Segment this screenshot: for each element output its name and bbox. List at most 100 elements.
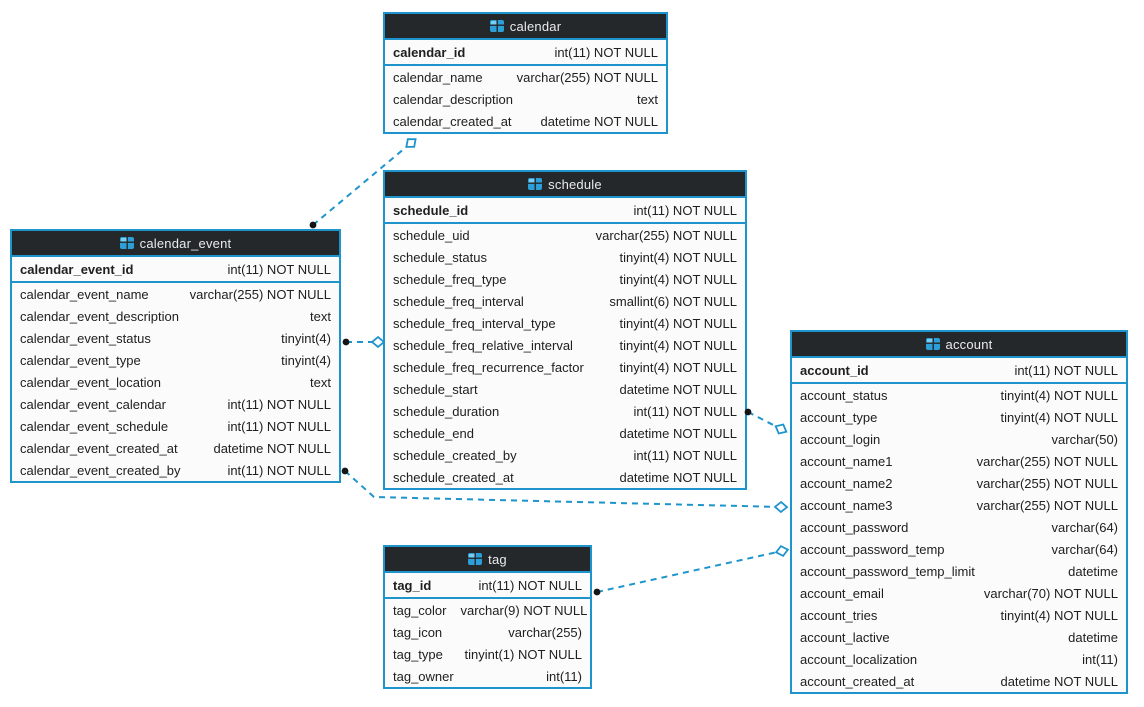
field-row[interactable]: account_lactive datetime [792, 626, 1126, 648]
field-row[interactable]: tag_owner int(11) [385, 665, 590, 687]
field-name: calendar_event_type [20, 352, 141, 368]
field-row[interactable]: account_localization int(11) [792, 648, 1126, 670]
field-row[interactable]: account_name3 varchar(255) NOT NULL [792, 494, 1126, 516]
field-row[interactable]: account_password_temp_limit datetime [792, 560, 1126, 582]
field-row[interactable]: calendar_event_created_at datetime NOT N… [12, 437, 339, 459]
entity-table-calendar[interactable]: calendar calendar_id int(11) NOT NULL ca… [383, 12, 668, 134]
field-row[interactable]: calendar_name varchar(255) NOT NULL [385, 66, 666, 88]
relationship-line[interactable] [747, 411, 782, 430]
relationship-tag-to-account[interactable] [593, 544, 790, 596]
field-row[interactable]: account_email varchar(70) NOT NULL [792, 582, 1126, 604]
connector-diamond-endpoint [405, 138, 417, 148]
entity-table-schedule[interactable]: schedule schedule_id int(11) NOT NULL sc… [383, 170, 747, 490]
field-row[interactable]: schedule_freq_interval smallint(6) NOT N… [385, 290, 745, 312]
field-type: text [310, 374, 331, 390]
field-row[interactable]: calendar_event_name varchar(255) NOT NUL… [12, 283, 339, 305]
field-row[interactable]: account_tries tinyint(4) NOT NULL [792, 604, 1126, 626]
field-row[interactable]: schedule_end datetime NOT NULL [385, 422, 745, 444]
field-row[interactable]: tag_color varchar(9) NOT NULL [385, 599, 590, 621]
entity-table-tag[interactable]: tag tag_id int(11) NOT NULL tag_color va… [383, 545, 592, 689]
field-row[interactable]: calendar_event_calendar int(11) NOT NULL [12, 393, 339, 415]
field-row[interactable]: calendar_created_at datetime NOT NULL [385, 110, 666, 132]
field-row[interactable]: calendar_event_type tinyint(4) [12, 349, 339, 371]
field-name: schedule_created_by [393, 447, 517, 463]
table-header[interactable]: calendar [385, 14, 666, 40]
entity-table-account[interactable]: account account_id int(11) NOT NULL acco… [790, 330, 1128, 694]
table-header[interactable]: account [792, 332, 1126, 358]
field-row[interactable]: schedule_freq_type tinyint(4) NOT NULL [385, 268, 745, 290]
field-type: datetime NOT NULL [619, 425, 737, 441]
primary-key-row[interactable]: calendar_event_id int(11) NOT NULL [12, 257, 339, 283]
field-name: tag_id [393, 577, 432, 593]
table-header[interactable]: calendar_event [12, 231, 339, 257]
field-row[interactable]: account_status tinyint(4) NOT NULL [792, 384, 1126, 406]
relationship-line[interactable] [596, 550, 783, 593]
table-title: schedule [548, 176, 602, 192]
field-row[interactable]: calendar_event_status tinyint(4) [12, 327, 339, 349]
field-type: int(11) NOT NULL [633, 447, 737, 463]
field-row[interactable]: schedule_created_at datetime NOT NULL [385, 466, 745, 488]
relationship-calendar_event-to-schedule[interactable] [342, 335, 386, 349]
field-row[interactable]: account_created_at datetime NOT NULL [792, 670, 1126, 692]
field-type: datetime NOT NULL [540, 113, 658, 129]
field-row[interactable]: calendar_event_schedule int(11) NOT NULL [12, 415, 339, 437]
field-type: tinyint(4) NOT NULL [1000, 387, 1118, 403]
field-rows: account_status tinyint(4) NOT NULL accou… [792, 384, 1126, 692]
primary-key-row[interactable]: calendar_id int(11) NOT NULL [385, 40, 666, 66]
field-row[interactable]: account_type tinyint(4) NOT NULL [792, 406, 1126, 428]
field-row[interactable]: schedule_start datetime NOT NULL [385, 378, 745, 400]
field-type: tinyint(4) NOT NULL [1000, 607, 1118, 623]
field-type: int(11) NOT NULL [478, 577, 582, 593]
field-type: datetime NOT NULL [619, 381, 737, 397]
field-type: int(11) NOT NULL [227, 418, 331, 434]
field-row[interactable]: schedule_status tinyint(4) NOT NULL [385, 246, 745, 268]
table-header[interactable]: tag [385, 547, 590, 573]
field-name: account_localization [800, 651, 918, 667]
field-row[interactable]: calendar_event_description text [12, 305, 339, 327]
field-row[interactable]: schedule_duration int(11) NOT NULL [385, 400, 745, 422]
field-row[interactable]: account_name2 varchar(255) NOT NULL [792, 472, 1126, 494]
field-type: tinyint(4) NOT NULL [619, 359, 737, 375]
field-row[interactable]: tag_icon varchar(255) [385, 621, 590, 643]
field-name: calendar_name [393, 69, 483, 85]
relationship-schedule-to-account[interactable] [744, 408, 789, 437]
field-row[interactable]: tag_type tinyint(1) NOT NULL [385, 643, 590, 665]
field-name: calendar_event_status [20, 330, 151, 346]
field-row[interactable]: calendar_event_created_by int(11) NOT NU… [12, 459, 339, 481]
field-type: tinyint(4) NOT NULL [619, 249, 737, 265]
field-row[interactable]: account_password varchar(64) [792, 516, 1126, 538]
field-row[interactable]: schedule_freq_relative_interval tinyint(… [385, 334, 745, 356]
field-name: account_password_temp_limit [800, 563, 975, 579]
field-rows: tag_color varchar(9) NOT NULL tag_icon v… [385, 599, 590, 687]
field-name: account_lactive [800, 629, 890, 645]
field-row[interactable]: schedule_freq_recurrence_factor tinyint(… [385, 356, 745, 378]
field-name: tag_icon [393, 624, 443, 640]
field-type: text [637, 91, 658, 107]
field-name: schedule_freq_type [393, 271, 507, 287]
field-row[interactable]: calendar_event_location text [12, 371, 339, 393]
field-row[interactable]: schedule_freq_interval_type tinyint(4) N… [385, 312, 745, 334]
field-name: account_name2 [800, 475, 893, 491]
table-header[interactable]: schedule [385, 172, 745, 198]
field-name: schedule_id [393, 202, 469, 218]
field-row[interactable]: account_login varchar(50) [792, 428, 1126, 450]
primary-key-row[interactable]: tag_id int(11) NOT NULL [385, 573, 590, 599]
field-name: calendar_event_created_by [20, 462, 181, 478]
table-title: tag [488, 551, 507, 567]
connector-dot-endpoint [342, 338, 350, 346]
field-name: calendar_event_name [20, 286, 149, 302]
table-icon [925, 338, 940, 350]
field-row[interactable]: calendar_description text [385, 88, 666, 110]
field-type: int(11) NOT NULL [633, 403, 737, 419]
field-type: tinyint(1) NOT NULL [464, 646, 582, 662]
field-row[interactable]: schedule_created_by int(11) NOT NULL [385, 444, 745, 466]
field-row[interactable]: account_name1 varchar(255) NOT NULL [792, 450, 1126, 472]
primary-key-row[interactable]: account_id int(11) NOT NULL [792, 358, 1126, 384]
field-name: schedule_freq_recurrence_factor [393, 359, 584, 375]
field-row[interactable]: account_password_temp varchar(64) [792, 538, 1126, 560]
field-row[interactable]: schedule_uid varchar(255) NOT NULL [385, 224, 745, 246]
primary-key-row[interactable]: schedule_id int(11) NOT NULL [385, 198, 745, 224]
field-type: varchar(255) NOT NULL [976, 453, 1118, 469]
entity-table-calendar_event[interactable]: calendar_event calendar_event_id int(11)… [10, 229, 341, 483]
field-name: account_name1 [800, 453, 893, 469]
